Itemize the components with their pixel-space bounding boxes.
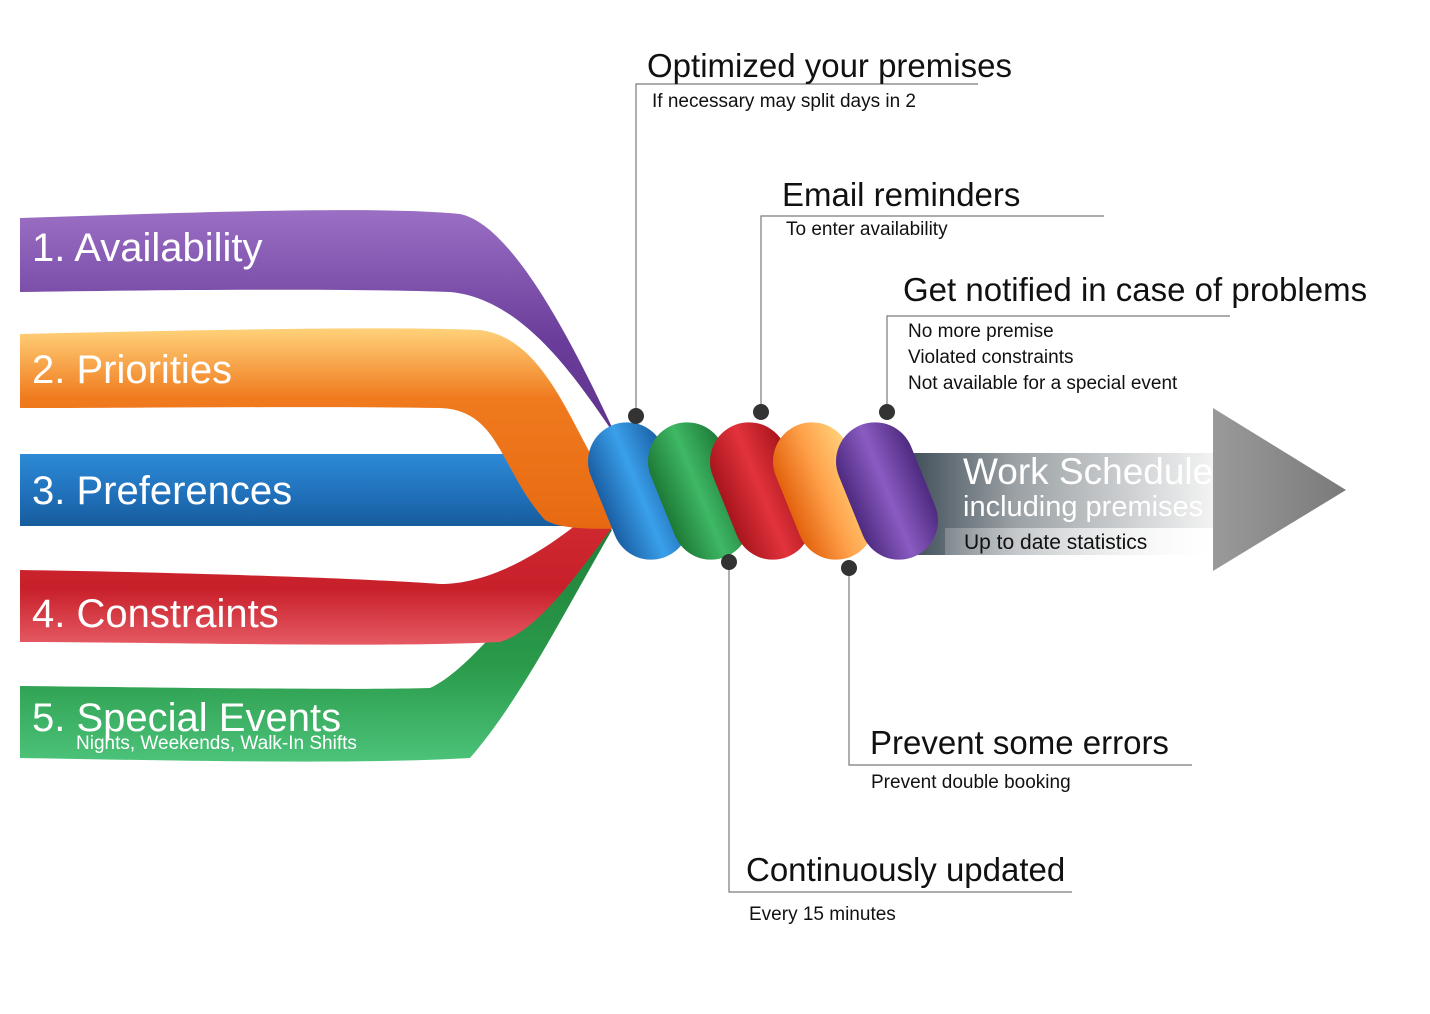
callout-premises-title: Optimized your premises — [647, 47, 1012, 84]
coil-purple — [836, 422, 938, 560]
label-priorities: 2. Priorities — [32, 348, 233, 392]
dot-notified — [879, 404, 895, 420]
callout-updated-title: Continuously updated — [746, 851, 1066, 888]
label-constraints: 4. Constraints — [32, 592, 279, 636]
coil-group — [588, 422, 938, 560]
callout-updated-line: Every 15 minutes — [749, 904, 896, 925]
callout-errors-title: Prevent some errors — [870, 724, 1169, 761]
band-constraints — [20, 505, 618, 645]
callout-notified-line-1: No more premise — [908, 321, 1054, 342]
label-special-events: 5. Special Events — [32, 696, 342, 740]
leader-errors — [848, 568, 1192, 766]
leader-email — [760, 215, 1104, 412]
label-special-events-sub: Nights, Weekends, Walk-In Shifts — [76, 733, 357, 754]
callout-email-line: To enter availability — [786, 219, 948, 240]
output-arrow — [905, 408, 1346, 571]
callout-errors-line: Prevent double booking — [871, 772, 1071, 793]
label-availability: 1. Availability — [32, 226, 263, 270]
leader-updated — [728, 562, 1072, 893]
leader-notified — [886, 315, 1230, 412]
output-subtitle: including premises — [963, 491, 1204, 523]
dot-email — [753, 404, 769, 420]
callout-premises-line: If necessary may split days in 2 — [652, 91, 916, 112]
band-special-events — [20, 520, 612, 762]
callout-notified-title: Get notified in case of problems — [903, 271, 1368, 308]
leader-premises — [635, 83, 978, 416]
dot-premises — [628, 408, 644, 424]
output-detail: Up to date statistics — [964, 531, 1148, 554]
dot-errors — [841, 560, 857, 576]
band-priorities — [20, 328, 638, 529]
callout-email-title: Email reminders — [782, 176, 1021, 213]
callout-notified-line-3: Not available for a special event — [908, 373, 1178, 394]
leader-lines — [635, 83, 1230, 893]
dot-updated — [721, 554, 737, 570]
leader-dots — [628, 404, 895, 576]
callout-notified-line-2: Violated constraints — [908, 347, 1074, 368]
output-title: Work Schedule — [963, 451, 1214, 492]
band-availability — [20, 210, 640, 470]
label-preferences: 3. Preferences — [32, 469, 293, 513]
